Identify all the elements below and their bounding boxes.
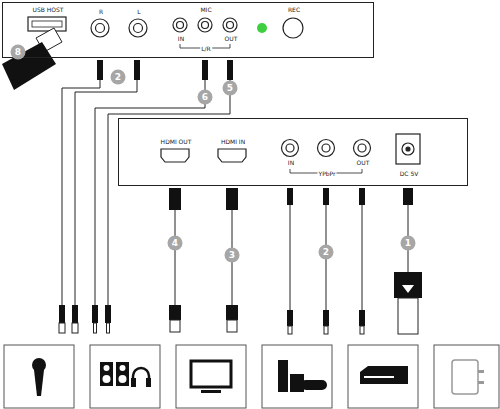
- callout-number: 8: [11, 45, 26, 60]
- port-label: R: [98, 9, 104, 15]
- callout-number: 2: [319, 245, 334, 260]
- rca-jack: [91, 19, 109, 37]
- converter-housing: HDMI OUT HDMI IN IN YPbPr OUT DC 5V: [118, 118, 468, 186]
- callout-number: 6: [198, 90, 213, 105]
- callout-number: 2: [111, 70, 126, 85]
- port-label: L/R: [200, 46, 212, 52]
- recorder-housing: USB HOST R L MIC IN L/R OUT REC: [2, 2, 374, 58]
- rca-jack: [354, 140, 371, 157]
- port-label: IN: [177, 36, 185, 42]
- callout-number: 1: [401, 236, 416, 251]
- media-player-icon: [360, 366, 408, 384]
- power-adapter: [398, 298, 418, 334]
- callout-number: 3: [225, 248, 240, 263]
- port-label: USB HOST: [32, 7, 65, 13]
- port-label: IN: [287, 160, 295, 166]
- game-console-icon: [278, 360, 327, 392]
- port-label: OUT: [224, 36, 239, 42]
- cable: [62, 80, 408, 310]
- port-label: OUT: [356, 160, 371, 166]
- port-label: REC: [287, 7, 301, 13]
- rec-button: [283, 18, 303, 38]
- usb-port: [28, 17, 66, 31]
- rca-jack: [318, 140, 335, 157]
- port-label: L: [136, 9, 141, 15]
- tv-icon: [191, 361, 231, 393]
- dc-jack: [396, 134, 420, 164]
- rca-jack: [282, 140, 299, 157]
- led: [257, 23, 267, 33]
- port-label: HDMI IN: [220, 139, 246, 145]
- port-label: YPbPr: [317, 171, 336, 177]
- mic-jack: [173, 18, 187, 32]
- power-outlet-icon: [452, 360, 484, 394]
- mic-jack: [198, 18, 212, 32]
- speakers-headphones-icon: [100, 362, 151, 387]
- rca-jack: [129, 19, 147, 37]
- callout-number: 4: [168, 236, 183, 251]
- microphone-icon: [32, 358, 46, 396]
- port-label: HDMI OUT: [160, 139, 193, 145]
- callout-number: 5: [223, 81, 238, 96]
- mic-jack: [223, 18, 237, 32]
- hdmi-port: [218, 149, 246, 162]
- usb-stick: [2, 28, 62, 90]
- port-label: MIC: [199, 7, 212, 13]
- hdmi-port: [161, 149, 189, 162]
- plug: [59, 60, 422, 326]
- port-label: DC 5V: [399, 171, 420, 177]
